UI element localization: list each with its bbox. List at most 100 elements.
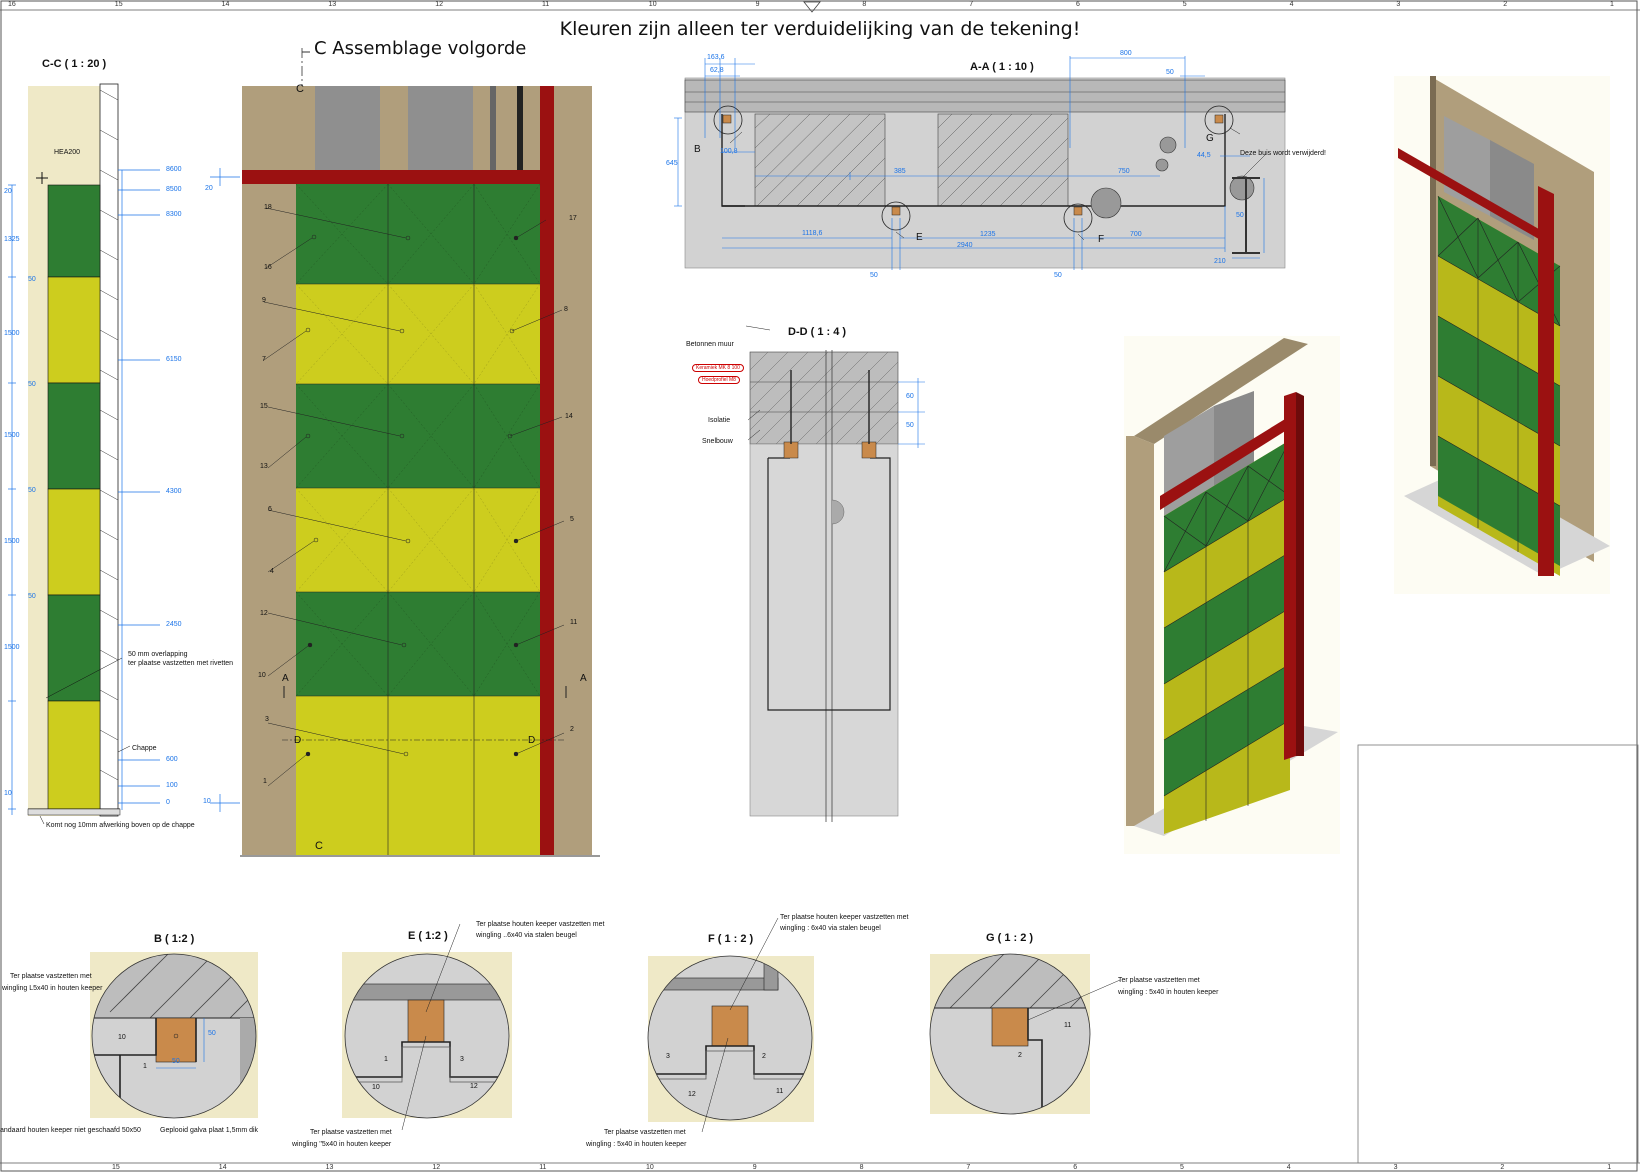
aa-title: A-A ( 1 : 10 )	[970, 61, 1034, 73]
assembly-num-8: 8	[564, 306, 568, 313]
aa-mark-g: G	[1206, 133, 1214, 144]
ruler-top-label: 14	[221, 1, 230, 8]
f-num-2: 2	[762, 1053, 766, 1060]
e-note2-line2: wingling ''5x40 in houten keeper	[292, 1141, 392, 1148]
aa-dim-11: 700	[1130, 231, 1142, 238]
assembly-dim-top: 20	[205, 185, 213, 192]
assembly-num-12: 12	[260, 610, 268, 617]
g-note1-line2: wingling : 5x40 in houten keeper	[1118, 989, 1219, 996]
ruler-bottom-label: 15	[112, 1164, 120, 1171]
ruler-top-label: 1	[1610, 1, 1614, 8]
dd-title: D-D ( 1 : 4 )	[788, 326, 847, 338]
assembly-num-1: 1	[263, 778, 267, 785]
ruler-top-label: 4	[1289, 1, 1294, 8]
cc-level-3: 6150	[166, 356, 182, 363]
aa-note-pipe: Deze buis wordt verwijderd!	[1240, 150, 1326, 157]
aa-dim-9: 1118,6	[802, 230, 823, 237]
aa-dim-15: 210	[1214, 258, 1226, 265]
aa-dim-6: 385	[894, 168, 906, 175]
page-title: Kleuren zijn alleen ter verduidelijking …	[559, 18, 1081, 40]
ruler-bottom-label: 13	[325, 1164, 334, 1171]
g-note1-line1: Ter plaatse vastzetten met	[1118, 977, 1200, 984]
dd-tag-profile: Hoedprofiel M8	[698, 376, 740, 384]
cc-hea-label: HEA200	[54, 149, 81, 156]
ruler-bottom-label: 2	[1500, 1164, 1505, 1171]
detail-g-drawing	[929, 953, 1121, 1115]
ruler-top-label: 7	[969, 1, 974, 8]
e-note1-line2: wingling ..6x40 via stalen beugel	[476, 932, 577, 939]
assembly-drawing	[210, 48, 600, 857]
ruler-bottom-label: 7	[966, 1164, 971, 1171]
g-num-11: 11	[1064, 1022, 1072, 1029]
cc-level-6: 600	[166, 756, 178, 763]
f-note1-line1: Ter plaatse houten keeper vastzetten met	[780, 914, 909, 921]
aa-dim-0: 163,6	[707, 54, 725, 61]
g-title: G ( 1 : 2 )	[986, 932, 1034, 944]
ruler-top-label: 8	[862, 1, 867, 8]
cc-level-1: 8500	[166, 186, 182, 193]
cc-level-0: 8600	[166, 166, 182, 173]
cc-note-overlap-1: 50 mm overlapping	[128, 651, 188, 658]
f-title: F ( 1 : 2 )	[708, 933, 754, 945]
dd-label-snelbouw: Snelbouw	[702, 438, 733, 445]
assembly-num-7: 7	[262, 356, 266, 363]
aa-dim-4: 645	[666, 160, 678, 167]
cc-dim-10: 10	[4, 790, 12, 797]
ruler-bottom-label: 1	[1607, 1164, 1612, 1171]
aa-dim-5: 100,8	[720, 148, 738, 155]
cc-level-2: 8300	[166, 211, 182, 218]
assembly-num-2: 2	[570, 726, 574, 733]
ruler-bottom-label: 3	[1393, 1164, 1398, 1171]
ruler-bottom-label: 9	[752, 1164, 757, 1171]
cc-level-8: 0	[166, 799, 170, 806]
assembly-num-9: 9	[262, 297, 266, 304]
f-note2-line1: Ter plaatse vastzetten met	[604, 1129, 686, 1136]
detail-f-drawing	[647, 917, 814, 1133]
cc-dim-4: 50	[28, 381, 36, 388]
assembly-num-6: 6	[268, 506, 272, 513]
assembly-num-3: 3	[265, 716, 269, 723]
e-num-12: 12	[470, 1083, 478, 1090]
f-num-11: 11	[776, 1088, 784, 1095]
cc-dim-1: 1325	[4, 236, 20, 243]
aa-section-drawing	[674, 56, 1286, 270]
g-num-2: 2	[1018, 1052, 1022, 1059]
assembly-dim-bottom: 10	[203, 798, 211, 805]
aa-dim-7: 750	[1118, 168, 1130, 175]
dd-tag-anchor: Keramiek MK 8 100	[692, 364, 744, 372]
aa-mark-e: E	[916, 232, 923, 243]
assembly-num-16: 16	[264, 264, 272, 271]
ruler-bottom-label: 6	[1073, 1164, 1078, 1171]
ruler-bottom-label: 14	[218, 1164, 227, 1171]
assembly-section-mark-top: C	[296, 83, 304, 95]
e-num-3: 3	[460, 1056, 464, 1063]
assembly-mark-a-right: A	[580, 673, 587, 684]
assembly-num-10: 10	[258, 672, 266, 679]
ruler-top-label: 15	[114, 1, 123, 8]
b-note3: Geplooid galva plaat 1,5mm dik	[160, 1127, 259, 1134]
cc-level-4: 4300	[166, 488, 182, 495]
cc-title: C-C ( 1 : 20 )	[42, 58, 107, 70]
aa-dim-2: 800	[1120, 50, 1132, 57]
cc-dim-3: 1500	[4, 330, 20, 337]
cc-level-5: 2450	[166, 621, 182, 628]
aa-mark-b: B	[694, 144, 701, 155]
cc-note-overlap-2: ter plaatse vastzetten met rivetten	[128, 660, 234, 667]
ruler-top-label: 3	[1396, 1, 1401, 8]
e-note1-line1: Ter plaatse houten keeper vastzetten met	[476, 921, 605, 928]
cc-dim-0: 20	[4, 188, 12, 195]
cc-dim-2: 50	[28, 276, 36, 283]
assembly-num-14: 14	[565, 413, 573, 420]
ruler-top-label: 6	[1076, 1, 1080, 8]
aa-dim-10: 1235	[980, 231, 996, 238]
cc-dim-9: 1500	[4, 644, 20, 651]
e-num-10: 10	[372, 1084, 380, 1091]
dd-dim-1: 50	[906, 422, 914, 429]
detail-b-drawing	[90, 952, 258, 1119]
b-title: B ( 1:2 )	[154, 933, 195, 945]
assembly-title: C Assemblage volgorde	[314, 38, 527, 59]
f-note2-line2: wingling : 5x40 in houten keeper	[586, 1141, 687, 1148]
b-dim-0: 50	[172, 1058, 180, 1065]
aa-dim-12: 2940	[957, 242, 973, 249]
